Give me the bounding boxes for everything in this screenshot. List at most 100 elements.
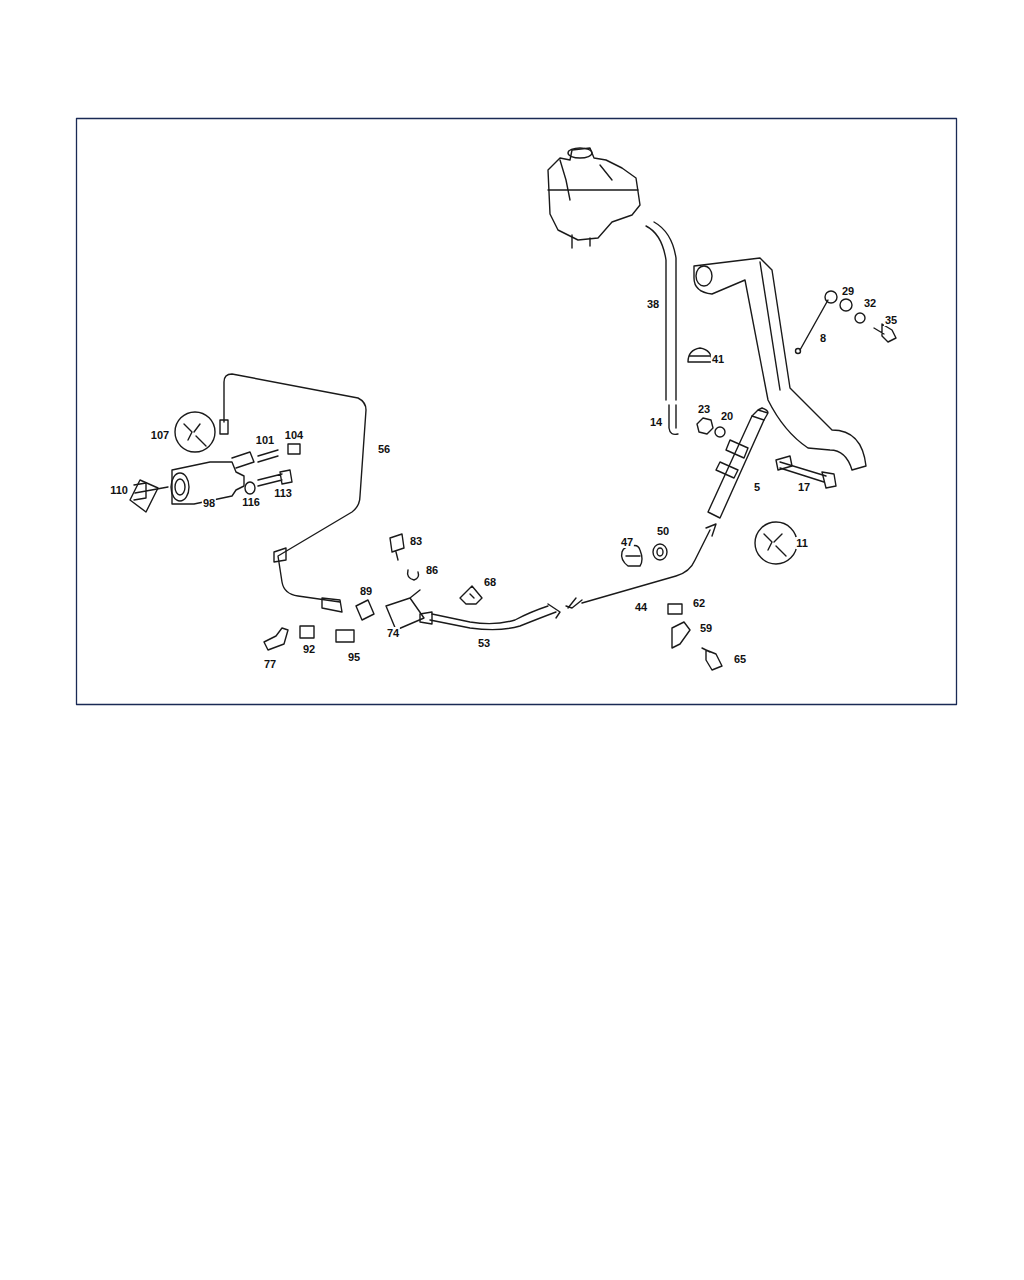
pressure-line <box>706 524 716 536</box>
reservoir <box>548 160 638 200</box>
callout-number: 101 <box>255 434 275 446</box>
rubber-parts <box>653 544 667 560</box>
master-cylinder <box>716 440 748 478</box>
callout-number: 8 <box>819 332 827 344</box>
nut-washer <box>715 427 725 437</box>
frame <box>77 119 957 705</box>
slave-cylinder <box>232 452 254 468</box>
reservoir-hose <box>646 222 676 400</box>
bolts <box>245 456 792 494</box>
clips <box>336 630 354 642</box>
washer-bolt <box>874 324 896 342</box>
callout-number: 14 <box>649 416 663 428</box>
callout-number: 44 <box>634 601 648 613</box>
pedal-bolt <box>780 462 826 482</box>
callout-number: 95 <box>347 651 361 663</box>
callout-number: 74 <box>386 627 400 639</box>
bleeder <box>288 444 300 454</box>
rubber-parts <box>622 546 642 567</box>
callout-number: 68 <box>483 576 497 588</box>
clips <box>386 590 424 630</box>
callout-number: 47 <box>620 536 634 548</box>
pressure-line <box>566 524 716 608</box>
callout-number: 5 <box>753 481 761 493</box>
callout-number: 77 <box>263 658 277 670</box>
callout-number: 92 <box>302 643 316 655</box>
reservoir <box>548 148 640 248</box>
master-cylinder <box>708 408 768 518</box>
clips <box>668 604 682 614</box>
reservoir-hose <box>646 222 676 400</box>
clutch-pedal <box>696 266 712 286</box>
pressure-line <box>566 598 582 608</box>
callout-number: 89 <box>359 585 373 597</box>
slave-cylinder <box>171 473 189 501</box>
callout-number: 35 <box>884 314 898 326</box>
pushrod <box>796 349 801 354</box>
reservoir <box>548 148 640 240</box>
clutch-pedal <box>694 258 866 470</box>
callout-number: 65 <box>733 653 747 665</box>
bolts <box>776 456 792 470</box>
flexible-hose <box>430 606 556 630</box>
reservoir <box>568 148 592 158</box>
bolts <box>245 482 255 494</box>
grommet <box>688 348 712 362</box>
callout-number: 20 <box>720 410 734 422</box>
callout-number: 59 <box>699 622 713 634</box>
clips <box>408 570 419 580</box>
pipe-line <box>220 374 366 612</box>
callout-number: 17 <box>797 481 811 493</box>
flexible-hose <box>420 604 560 630</box>
torque-symbol <box>184 424 206 446</box>
pushrod <box>800 300 828 350</box>
clutch-pedal <box>760 262 780 390</box>
callout-number: 41 <box>711 353 725 365</box>
slave-cylinder <box>175 479 185 495</box>
callout-number: 23 <box>697 403 711 415</box>
callout-number: 50 <box>656 525 670 537</box>
callout-number: 98 <box>202 497 216 509</box>
pushrod <box>796 291 838 354</box>
callout-number: 53 <box>477 637 491 649</box>
clips <box>460 586 482 604</box>
callout-number: 38 <box>646 298 660 310</box>
nut-washer <box>697 418 713 434</box>
pedal-bolt <box>822 472 836 488</box>
clips <box>264 628 288 650</box>
washer-bolt <box>855 313 865 323</box>
clips <box>264 534 722 670</box>
pipe-line <box>224 374 366 602</box>
callout-number: 86 <box>425 564 439 576</box>
pipe-line <box>274 548 286 562</box>
slave-cylinder <box>130 452 254 512</box>
callout-number: 113 <box>273 487 293 499</box>
pushrod <box>825 291 837 303</box>
master-cylinder <box>708 416 764 518</box>
clips <box>672 622 690 648</box>
clips <box>356 600 374 620</box>
callout-number: 62 <box>692 597 706 609</box>
bleeder <box>258 450 278 462</box>
rubber-parts <box>657 548 663 556</box>
slave-cylinder <box>130 480 158 512</box>
torque-symbol <box>764 534 786 556</box>
pipe-line <box>322 598 342 612</box>
callout-number: 32 <box>863 297 877 309</box>
reservoir <box>572 235 590 248</box>
callout-number: 29 <box>841 285 855 297</box>
callout-number: 116 <box>241 496 261 508</box>
torque-symbol <box>755 522 797 564</box>
clips <box>300 626 314 638</box>
grommet <box>688 348 712 362</box>
torque-symbol <box>175 412 215 452</box>
hose-connector <box>669 405 678 434</box>
callout-number: 83 <box>409 535 423 547</box>
pressure-line <box>582 530 710 603</box>
master-cylinder <box>752 408 768 420</box>
hose-connector <box>669 405 678 434</box>
bleeder <box>258 444 300 462</box>
washer-bolt <box>840 299 852 311</box>
flexible-hose <box>420 604 560 624</box>
